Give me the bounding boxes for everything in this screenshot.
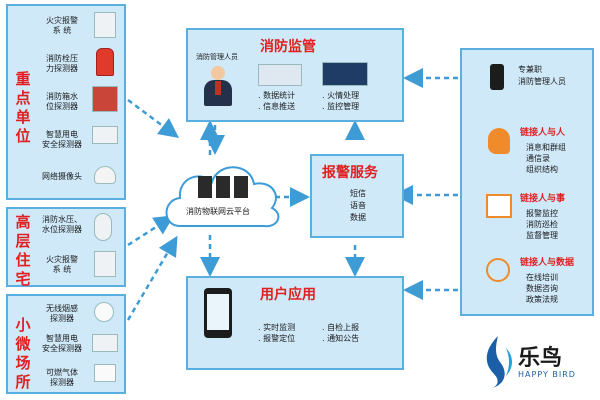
item-label: 火灾报警 系 统 bbox=[46, 255, 78, 274]
phone-icon bbox=[490, 64, 504, 90]
section-title: 链接人与数据 bbox=[520, 258, 575, 268]
logo-name: 乐鸟 bbox=[518, 346, 563, 371]
group-title: 重点单位 bbox=[15, 70, 31, 145]
item-label: 消防水压、 水位探测器 bbox=[42, 215, 82, 234]
item-label: 火灾报警 系 统 bbox=[46, 16, 78, 35]
group-key-units: 重点单位 火灾报警 系 统 消防栓压 力探测器 消防箱水 位探测器 智慧用电 安… bbox=[6, 4, 126, 200]
hydrant-icon bbox=[96, 48, 114, 76]
server-icon bbox=[216, 176, 230, 198]
item-label: 可燃气体 探测器 bbox=[46, 368, 78, 387]
person-to-person-icon bbox=[488, 128, 510, 154]
pressure-gauge-icon bbox=[94, 213, 112, 241]
item-label: 网络摄像头 bbox=[42, 172, 82, 181]
monitor-person-label: 消防管理人员 bbox=[196, 53, 238, 61]
brand-logo: 乐鸟 HAPPY BIRD bbox=[476, 332, 586, 390]
item-label: 智慧用电 安全探测器 bbox=[42, 130, 82, 149]
arrow-small-to-cloud bbox=[126, 235, 178, 321]
monitor-bullet: . 监控管理 bbox=[322, 102, 360, 111]
person-to-data-icon bbox=[486, 258, 510, 282]
arrow-units-to-cloud bbox=[127, 98, 180, 138]
app-bullet: . 实时监测 bbox=[258, 323, 296, 332]
section-title: 链接人与事 bbox=[520, 194, 566, 204]
section-item: 消息和群组 bbox=[526, 143, 566, 152]
gas-detector-icon bbox=[94, 364, 116, 382]
section-item: 消防巡检 bbox=[526, 220, 558, 229]
group-high-rise: 高层住宅 消防水压、 水位探测器 火灾报警 系 统 bbox=[6, 207, 126, 288]
right-panel: 专兼职 消防管理人员 链接人与人 消息和群组 通信录 组织结构 链接人与事 报警… bbox=[460, 48, 594, 316]
group-title: 高层住宅 bbox=[15, 213, 31, 288]
alarm-panel: 报警服务 短信 语音 数据 bbox=[310, 154, 404, 238]
section-item: 组织结构 bbox=[526, 165, 558, 174]
fire-alarm-panel-icon bbox=[94, 12, 116, 38]
bird-logo-icon bbox=[486, 336, 512, 388]
water-tank-icon bbox=[92, 86, 118, 112]
devices-screen-icon bbox=[258, 64, 302, 86]
item-label: 消防箱水 位探测器 bbox=[46, 92, 78, 111]
server-icon bbox=[198, 176, 212, 198]
control-screen-icon bbox=[322, 62, 368, 86]
top-label: 专兼职 消防管理人员 bbox=[518, 65, 566, 86]
alarm-item: 数据 bbox=[350, 213, 366, 222]
monitor-title: 消防监管 bbox=[260, 39, 316, 55]
smoke-detector-icon bbox=[94, 302, 114, 322]
section-item: 政策法规 bbox=[526, 295, 558, 304]
group-title: 小微场所 bbox=[15, 316, 31, 391]
section-item: 在线培训 bbox=[526, 273, 558, 282]
electric-detector-icon bbox=[92, 126, 118, 144]
section-item: 数据咨询 bbox=[526, 284, 558, 293]
app-bullet: . 通知公告 bbox=[322, 334, 360, 343]
electric-detector-icon bbox=[92, 334, 118, 352]
alarm-title: 报警服务 bbox=[322, 165, 378, 181]
camera-icon bbox=[94, 166, 116, 184]
app-bullet: . 自检上报 bbox=[322, 323, 360, 332]
alarm-item: 短信 bbox=[350, 189, 366, 198]
alarm-item: 语音 bbox=[350, 201, 366, 210]
monitor-bullet: . 火情处理 bbox=[322, 91, 360, 100]
app-panel: 用户应用 . 实时监测 . 报警定位 . 自检上报 . 通知公告 bbox=[186, 276, 404, 370]
person-to-task-icon bbox=[486, 194, 512, 218]
section-item: 监督管理 bbox=[526, 231, 558, 240]
logo-subtext: HAPPY BIRD bbox=[518, 370, 576, 379]
app-bullet: . 报警定位 bbox=[258, 334, 296, 343]
fire-alarm-panel-icon bbox=[94, 251, 116, 277]
server-icon bbox=[234, 176, 248, 198]
section-item: 报警监控 bbox=[526, 209, 558, 218]
item-label: 消防栓压 力探测器 bbox=[46, 54, 78, 73]
group-small-venues: 小微场所 无线烟感 探测器 智慧用电 安全探测器 可燃气体 探测器 bbox=[6, 294, 126, 394]
cloud-platform: 消防物联网云平台 bbox=[160, 148, 286, 238]
section-title: 链接人与人 bbox=[520, 128, 566, 138]
item-label: 智慧用电 安全探测器 bbox=[42, 334, 82, 353]
cloud-label: 消防物联网云平台 bbox=[186, 207, 250, 216]
phone-app-icon bbox=[204, 288, 232, 338]
app-title: 用户应用 bbox=[260, 287, 316, 303]
section-item: 通信录 bbox=[526, 154, 550, 163]
monitor-panel: 消防监管 消防管理人员 . 数据统计 . 信息推送 . 火情处理 . 监控管理 bbox=[186, 28, 404, 122]
monitor-bullet: . 信息推送 bbox=[258, 102, 296, 111]
monitor-bullet: . 数据统计 bbox=[258, 91, 296, 100]
item-label: 无线烟感 探测器 bbox=[46, 304, 78, 323]
manager-avatar-icon bbox=[204, 66, 232, 106]
